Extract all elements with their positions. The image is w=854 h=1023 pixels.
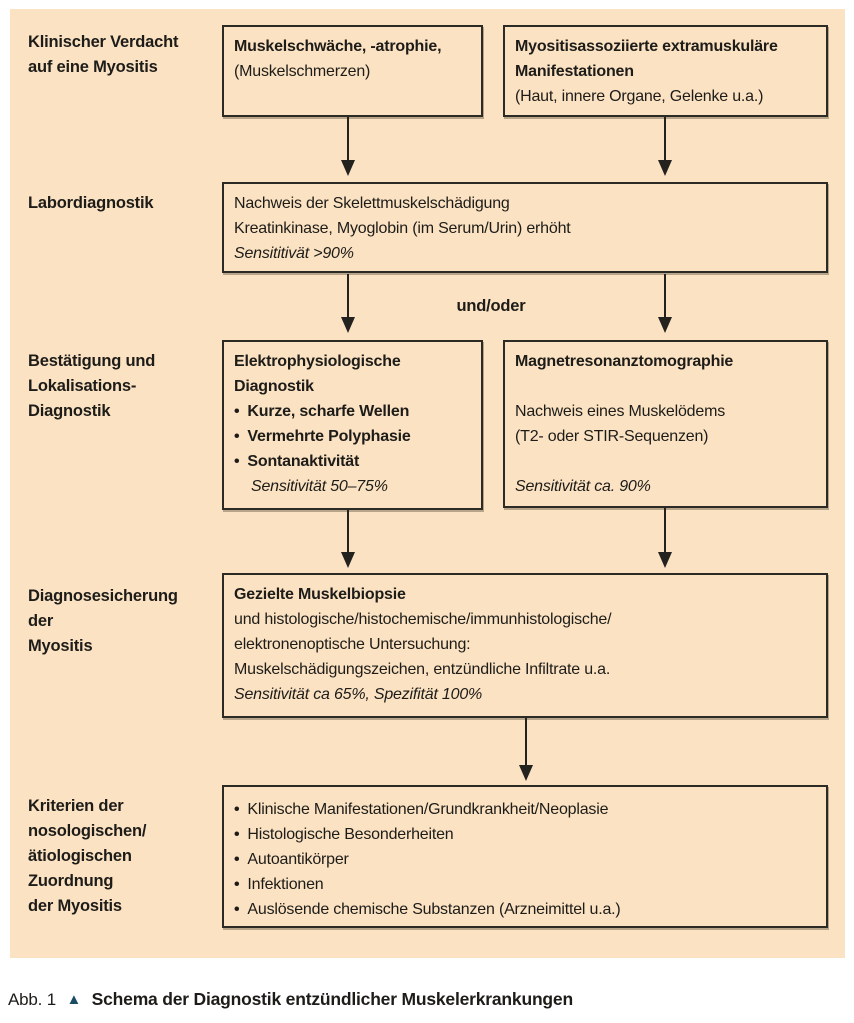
box-text: Kreatinkinase, Myoglobin (im Serum/Urin)…	[234, 220, 571, 237]
box-text: (Haut, innere Organe, Gelenke u.a.)	[515, 88, 764, 105]
box-text: (Muskelschmerzen)	[234, 63, 371, 80]
box-lab-diagnostics: Nachweis der Skelettmuskelschädigung Kre…	[222, 182, 828, 273]
arrow-down-icon	[519, 718, 533, 781]
box-muscle-biopsy: Gezielte Muskelbiopsie und histologische…	[222, 573, 828, 718]
stage-label-criteria: Kriterien der nosologischen/ ätiologisch…	[28, 794, 218, 919]
arrow-down-icon	[658, 274, 672, 333]
box-extramuscular-manifestations: Myositisassoziierte extramuskuläre Manif…	[503, 25, 828, 117]
sensitivity-note: Sensititivät >90%	[234, 245, 354, 262]
arrow-down-icon	[658, 508, 672, 568]
box-text: Nachweis der Skelettmuskelschädigung	[234, 195, 510, 212]
figure-caption: Abb. 1 ▲ Schema der Diagnostik entzündli…	[8, 986, 573, 1014]
stage-label-line: Diagnosesicherung	[28, 587, 178, 605]
and-or-connector-label: und/oder	[456, 297, 526, 315]
arrow-down-icon	[341, 510, 355, 568]
list-item: Kurze, scharfe Wellen	[234, 399, 471, 424]
list-item: Infektionen	[234, 872, 816, 897]
stage-label-line: Zuordnung	[28, 872, 114, 890]
stage-label-line: Kriterien der	[28, 797, 124, 815]
box-text: und histologische/histochemische/immunhi…	[234, 611, 612, 628]
stage-label-confirmation: Bestätigung und Lokalisations- Diagnosti…	[28, 349, 218, 424]
stage-label-line: Diagnostik	[28, 402, 111, 420]
box-muscle-symptoms: Muskelschwäche, -atrophie, (Muskelschmer…	[222, 25, 483, 117]
triangle-icon: ▲	[66, 991, 82, 1008]
box-electrophysiology: Elektrophysiologische Diagnostik Kurze, …	[222, 340, 483, 510]
box-title: Myositisassoziierte extramuskuläre	[515, 38, 778, 55]
stage-label-line: der Myositis	[28, 897, 122, 915]
stage-label-line: auf eine Myositis	[28, 58, 158, 76]
arrow-down-icon	[658, 117, 672, 176]
box-title: Muskelschwäche, -atrophie,	[234, 38, 442, 55]
box-text: (T2- oder STIR-Sequenzen)	[515, 428, 709, 445]
list-item: Auslösende chemische Substanzen (Arzneim…	[234, 897, 816, 922]
sensitivity-note: Sensitivität 50–75%	[251, 478, 388, 495]
box-text: Muskelschädigungszeichen, entzündliche I…	[234, 661, 611, 678]
sensitivity-note: Sensitivität ca 65%, Spezifität 100%	[234, 686, 483, 703]
stage-label-clinical: Klinischer Verdacht auf eine Myositis	[28, 30, 218, 80]
list-item: Autoantikörper	[234, 847, 816, 872]
box-text: Nachweis eines Muskelödems	[515, 403, 726, 420]
figure-caption-title: Schema der Diagnostik entzündlicher Musk…	[91, 989, 573, 1009]
box-mri: Magnetresonanztomographie Nachweis eines…	[503, 340, 828, 508]
box-title: Magnetresonanztomographie	[515, 353, 734, 370]
stage-label-line: der	[28, 612, 54, 630]
list-item: Histologische Besonderheiten	[234, 822, 816, 847]
arrow-down-icon	[341, 117, 355, 176]
stage-label-lab: Labordiagnostik	[28, 191, 218, 216]
stage-label-line: nosologischen/	[28, 822, 147, 840]
box-title: Manifestationen	[515, 63, 634, 80]
list-item: Sontanaktivität	[234, 449, 471, 474]
list-item: Vermehrte Polyphasie	[234, 424, 471, 449]
stage-label-line: Klinischer Verdacht	[28, 33, 179, 51]
stage-label-line: Myositis	[28, 637, 93, 655]
stage-label-line: ätiologischen	[28, 847, 132, 865]
box-text: elektronenoptische Untersuchung:	[234, 636, 471, 653]
arrow-down-icon	[341, 274, 355, 333]
stage-label-securing: Diagnosesicherung der Myositis	[28, 584, 218, 659]
stage-label-line: Labordiagnostik	[28, 194, 154, 212]
stage-label-line: Lokalisations-	[28, 377, 137, 395]
sensitivity-note: Sensitivität ca. 90%	[515, 478, 651, 495]
box-title: Gezielte Muskelbiopsie	[234, 586, 406, 603]
list-item: Klinische Manifestationen/Grundkrankheit…	[234, 797, 816, 822]
stage-label-line: Bestätigung und	[28, 352, 156, 370]
box-title: Elektrophysiologische	[234, 353, 401, 370]
box-title: Diagnostik	[234, 378, 314, 395]
box-classification-criteria: Klinische Manifestationen/Grundkrankheit…	[222, 785, 828, 928]
figure-number: Abb. 1	[8, 990, 56, 1009]
